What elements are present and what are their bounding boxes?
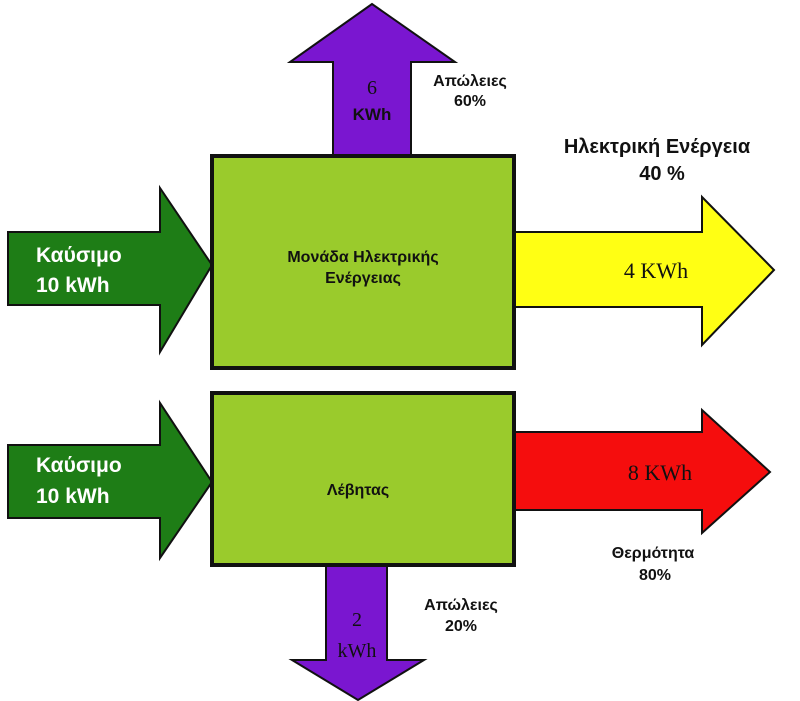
power-plant-label-line1: Μονάδα Ηλεκτρικής bbox=[287, 249, 438, 266]
top-loss-value-line2: KWh bbox=[353, 105, 392, 124]
bottom-loss-arrow bbox=[288, 564, 428, 701]
boiler-box bbox=[210, 391, 516, 567]
bottom-loss-caption-line1: Απώλειες bbox=[424, 597, 498, 614]
top-loss-arrow bbox=[286, 2, 459, 158]
bottom-fuel-arrow bbox=[7, 399, 214, 562]
top-loss-caption-line1: Απώλειες bbox=[433, 73, 507, 90]
top-fuel-label-line1: Καύσιμο bbox=[36, 244, 122, 267]
electric-output-value: 4 KWh bbox=[624, 258, 688, 283]
top-fuel-arrow bbox=[7, 184, 214, 356]
boiler-label: Λέβητας bbox=[327, 482, 389, 499]
top-electric-output-arrow bbox=[513, 194, 776, 348]
power-plant-label-line2: Ενέργειας bbox=[325, 270, 401, 287]
heat-output-value: 8 KWh bbox=[628, 460, 692, 485]
bottom-loss-value-line2: kWh bbox=[338, 640, 377, 662]
power-plant-box bbox=[210, 154, 516, 370]
bottom-loss-value-line1: 2 bbox=[352, 609, 362, 631]
bottom-loss-caption-line2: 20% bbox=[445, 618, 477, 635]
top-loss-caption-line2: 60% bbox=[454, 93, 486, 110]
top-loss-value-line1: 6 bbox=[367, 77, 377, 99]
electric-output-caption-line2: 40 % bbox=[639, 163, 685, 185]
heat-output-caption-line2: 80% bbox=[639, 567, 671, 584]
top-fuel-label-line2: 10 kWh bbox=[36, 274, 110, 297]
bottom-fuel-label-line1: Καύσιμο bbox=[36, 454, 122, 477]
electric-output-caption-line1: Ηλεκτρική Ενέργεια bbox=[564, 136, 751, 158]
bottom-fuel-label-line2: 10 kWh bbox=[36, 485, 110, 508]
heat-output-caption-line1: Θερμότητα bbox=[612, 545, 695, 562]
bottom-heat-output-arrow bbox=[513, 407, 772, 536]
